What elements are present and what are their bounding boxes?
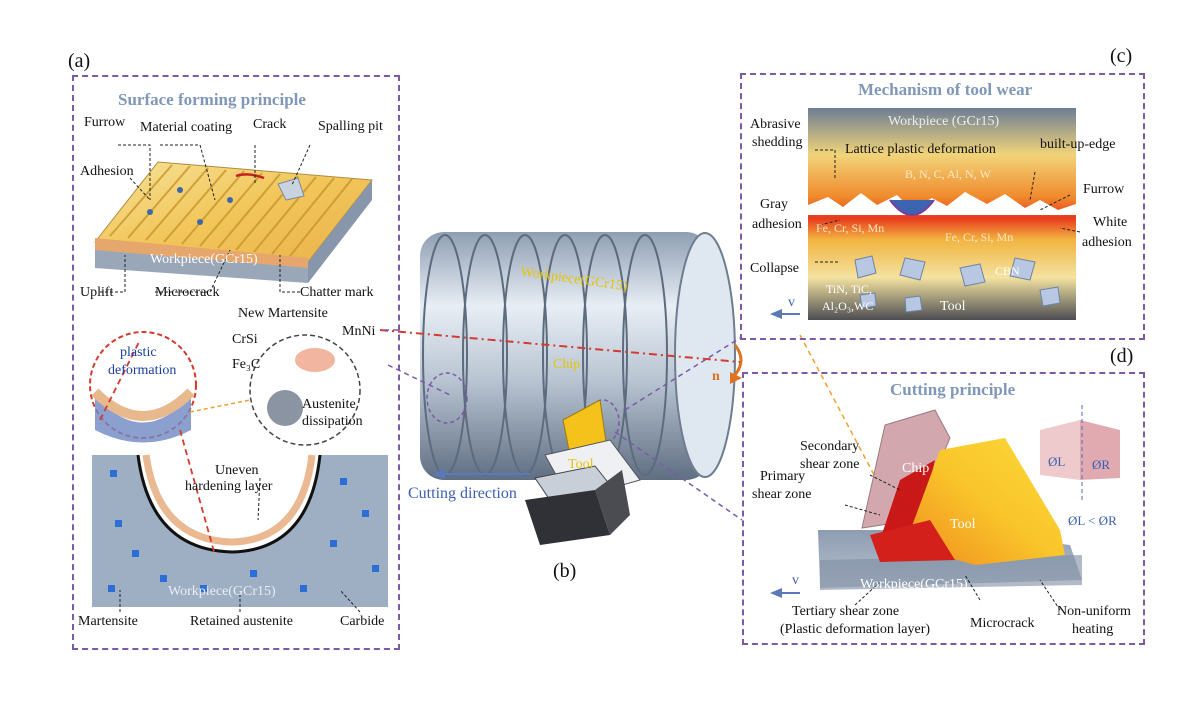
label-gray-adhesion: adhesion <box>752 217 802 232</box>
label-fe-left: Fe, Cr, Si, Mn <box>816 221 885 235</box>
panel-a-title: Surface forming principle <box>118 90 306 109</box>
label-bue: built-up-edge <box>1040 137 1116 152</box>
label-cbn: CBN <box>995 264 1020 278</box>
label-tool-b: Tool <box>568 457 594 472</box>
label-workpiece-c: Workpiece (GCr15) <box>888 114 1000 129</box>
label-tool-d: Tool <box>950 517 976 532</box>
label-phi-r: ØR <box>1092 457 1111 472</box>
label-secondary: Secondary <box>800 439 860 454</box>
tool-holder <box>525 399 641 545</box>
label-lattice: Lattice plastic deformation <box>845 142 996 157</box>
label-tin: TiN, TiC, <box>826 282 872 296</box>
label-chip-d: Chip <box>902 461 930 476</box>
label-elements: B, N, C, Al, N, W <box>905 167 991 181</box>
label-white: White <box>1093 215 1128 230</box>
label-crack: Crack <box>253 117 287 132</box>
wear-layers <box>808 108 1076 320</box>
label-phi-compare: ØL < ØR <box>1068 513 1117 528</box>
label-hardening-layer: hardening layer <box>185 479 273 494</box>
label-mnni: MnNi <box>342 324 376 339</box>
label-workpiece-a: Workpiece(GCr15) <box>150 252 258 267</box>
label-tool-c: Tool <box>940 299 966 314</box>
plastic-deformation-inset <box>89 331 197 443</box>
label-al2o3: Al₂O₃,WC <box>822 299 874 313</box>
label-microcrack-a: Microcrack <box>155 285 220 300</box>
label-furrow-c: Furrow <box>1083 182 1125 197</box>
label-retained-austenite: Retained austenite <box>190 614 294 629</box>
label-gray: Gray <box>760 197 788 212</box>
label-chip-b: Chip <box>553 357 581 372</box>
label-deformation: deformation <box>108 363 177 378</box>
label-v-d: v <box>792 573 799 588</box>
label-furrow: Furrow <box>84 115 126 130</box>
label-workpiece-d: Workpiece(GCr15) <box>860 577 968 592</box>
label-new-martensite: New Martensite <box>238 306 328 321</box>
label-fe3c: Fe₃C <box>232 357 261 372</box>
label-plastic: plastic <box>120 345 157 360</box>
label-phi-l: ØL <box>1048 454 1066 469</box>
panel-d-tag: (d) <box>1110 345 1134 367</box>
label-fe-right: Fe, Cr, Si, Mn <box>945 230 1014 244</box>
label-heating: heating <box>1072 622 1114 637</box>
label-shedding: shedding <box>752 135 803 150</box>
label-primary: Primary <box>760 469 806 484</box>
label-martensite: Martensite <box>78 614 138 629</box>
label-abrasive: Abrasive <box>750 117 801 132</box>
workpiece-cylinder <box>420 232 743 480</box>
panel-c-tag: (c) <box>1110 45 1133 67</box>
label-uplift: Uplift <box>80 285 114 300</box>
surface-block <box>94 161 373 283</box>
panel-d-title: Cutting principle <box>890 380 1016 399</box>
panel-c-frame <box>740 73 1145 340</box>
label-material-coating: Material coating <box>140 120 233 135</box>
label-collapse: Collapse <box>750 261 799 276</box>
label-crsi: CrSi <box>232 332 258 347</box>
label-white-adhesion: adhesion <box>1082 235 1132 250</box>
microstructure-block <box>92 454 388 607</box>
panel-c-title: Mechanism of tool wear <box>858 80 1033 99</box>
label-dissipation: dissipation <box>302 414 363 429</box>
label-adhesion: Adhesion <box>80 164 134 179</box>
label-workpiece-a-bottom: Workpiece(GCr15) <box>168 584 276 599</box>
label-chatter-mark: Chatter mark <box>300 285 374 300</box>
panel-b-tag: (b) <box>553 560 577 582</box>
panel-d-frame <box>742 372 1145 645</box>
label-carbide: Carbide <box>340 614 385 629</box>
label-spalling-pit: Spalling pit <box>318 119 383 134</box>
label-primary-zone: shear zone <box>752 487 812 502</box>
label-nonuniform: Non-uniform <box>1057 604 1131 619</box>
label-cutting-direction: Cutting direction <box>408 485 517 502</box>
label-secondary-zone: shear zone <box>800 457 860 472</box>
label-rotation-n: n <box>712 369 720 384</box>
cutting-diagram <box>818 405 1120 590</box>
austenite-inset <box>249 334 361 446</box>
label-austenite: Austenite <box>302 397 356 412</box>
label-microcrack-d: Microcrack <box>970 616 1035 631</box>
panel-a-frame <box>72 75 400 650</box>
label-tertiary: Tertiary shear zone <box>792 604 900 619</box>
label-tertiary-layer: (Plastic deformation layer) <box>780 622 931 637</box>
label-v-c: v <box>788 295 795 310</box>
panel-a-tag: (a) <box>68 50 91 72</box>
label-uneven: Uneven <box>215 463 259 478</box>
